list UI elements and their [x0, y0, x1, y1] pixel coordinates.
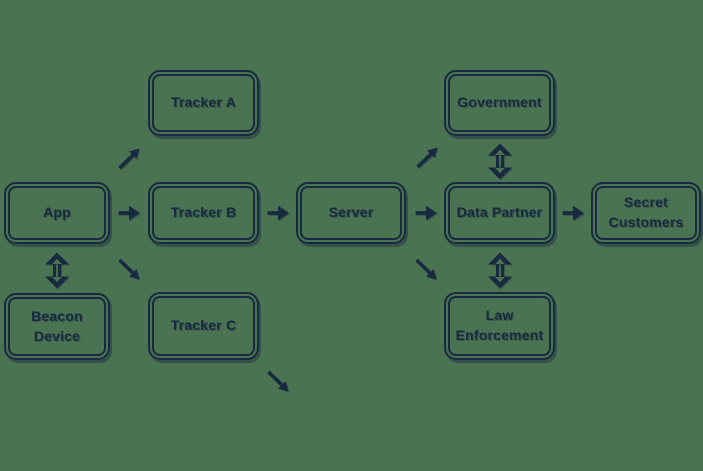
node-tracker-c-label: Tracker C: [171, 316, 237, 336]
node-government-line: Government: [457, 94, 542, 111]
node-server-line: Server: [328, 204, 374, 221]
node-data-partner: Data Partner: [444, 182, 555, 244]
arrow-tracker-b-to-server: [266, 204, 290, 222]
node-tracker-b-label: Tracker B: [171, 203, 237, 223]
node-server: Server: [296, 182, 406, 244]
node-tracker-b: Tracker B: [148, 182, 259, 244]
up-down-arrow-icon: [486, 252, 514, 289]
node-tracker-a-line: Tracker A: [170, 94, 237, 111]
right-arrow-icon: [414, 204, 438, 222]
arrow-server-to-government: [415, 146, 439, 169]
arrow-tracker-c-onward: [266, 370, 290, 393]
node-secret-customers-border: Secret Customers: [595, 186, 697, 240]
node-secret-customers-line1: Secret: [623, 194, 668, 211]
node-law-enforcement-line2: Enforcement: [455, 327, 544, 343]
node-tracker-c-border: Tracker C: [152, 296, 255, 356]
node-tracker-a: Tracker A: [148, 70, 259, 136]
node-government: Government: [444, 70, 555, 136]
node-data-partner-border: Data Partner: [448, 186, 551, 240]
node-tracker-a-border: Tracker A: [152, 74, 255, 132]
node-secret-customers-label: Secret Customers: [609, 193, 684, 233]
right-arrow-icon: [117, 204, 141, 222]
node-beacon-device-border: Beacon Device: [8, 297, 106, 356]
node-secret-customers: Secret Customers: [591, 182, 701, 244]
node-beacon-device-label: Beacon Device: [31, 307, 83, 347]
arrow-server-to-law-enforcement: [414, 258, 438, 281]
arrow-data-partner-law-enforcement-bidirectional: [486, 252, 514, 289]
node-tracker-b-border: Tracker B: [152, 186, 255, 240]
node-app-label: App: [43, 203, 71, 223]
node-app-border: App: [8, 186, 106, 240]
arrow-server-to-data-partner: [414, 204, 438, 222]
node-server-label: Server: [329, 203, 374, 223]
node-tracker-b-line: Tracker B: [170, 204, 237, 221]
arrow-app-to-tracker-c: [117, 258, 141, 281]
arrow-app-to-tracker-b: [117, 204, 141, 222]
down-right-arrow-icon: [414, 258, 438, 281]
node-tracker-c: Tracker C: [148, 292, 259, 360]
up-down-arrow-icon: [43, 252, 71, 289]
right-arrow-icon: [266, 204, 290, 222]
down-right-arrow-icon: [117, 258, 141, 281]
node-tracker-c-line: Tracker C: [170, 317, 237, 334]
up-right-arrow-icon: [117, 147, 141, 170]
node-government-label: Government: [457, 93, 541, 113]
arrow-app-to-tracker-a: [117, 147, 141, 170]
arrow-app-beacon-device-bidirectional: [43, 252, 71, 289]
node-beacon-device: Beacon Device: [4, 293, 110, 360]
node-app-line: App: [43, 204, 71, 221]
down-right-arrow-icon: [266, 370, 290, 393]
node-beacon-device-line2: Device: [33, 327, 81, 344]
node-beacon-device-line1: Beacon: [31, 307, 83, 324]
up-down-arrow-icon: [486, 143, 514, 180]
node-law-enforcement: Law Enforcement: [444, 292, 555, 360]
node-data-partner-line: Data Partner: [456, 204, 543, 221]
arrow-data-partner-to-secret-customers: [561, 204, 585, 222]
arrow-government-data-partner-bidirectional: [486, 143, 514, 180]
node-app: App: [4, 182, 110, 244]
node-government-border: Government: [448, 74, 551, 132]
node-law-enforcement-label: Law Enforcement: [456, 306, 544, 346]
node-law-enforcement-border: Law Enforcement: [448, 296, 551, 356]
node-secret-customers-line2: Customers: [608, 214, 684, 230]
node-server-border: Server: [300, 186, 402, 240]
right-arrow-icon: [561, 204, 585, 222]
node-data-partner-label: Data Partner: [457, 203, 543, 223]
node-tracker-a-label: Tracker A: [171, 93, 236, 113]
node-law-enforcement-line1: Law: [485, 307, 514, 324]
up-right-arrow-icon: [415, 146, 439, 169]
